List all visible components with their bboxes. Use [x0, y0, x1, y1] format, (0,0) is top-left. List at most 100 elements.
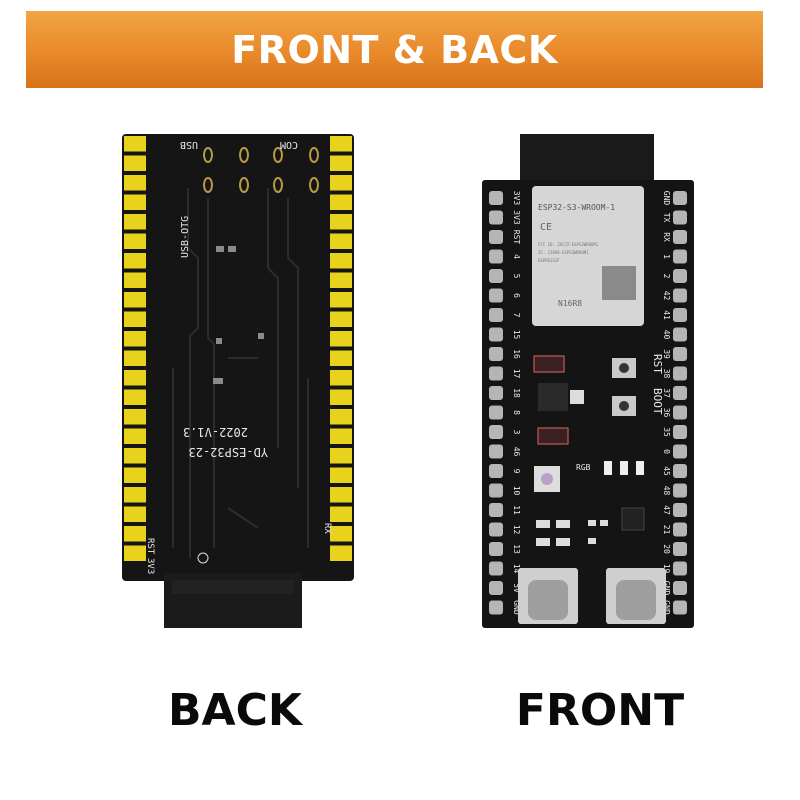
- boot-label: BOOT: [651, 388, 664, 415]
- pin-hole: [489, 464, 503, 478]
- header-pin: [330, 194, 352, 210]
- header-pin: [330, 526, 352, 542]
- rst-label: RST: [651, 354, 664, 374]
- capacitor-component: [533, 355, 565, 373]
- pin-hole: [673, 542, 687, 556]
- pin-label: 3: [512, 430, 521, 435]
- back-rst-label: RST: [145, 538, 155, 555]
- back-usb-otg-label: USB-OTG: [180, 216, 191, 258]
- boot-button-cap: [619, 401, 629, 411]
- header-pin: [124, 233, 146, 249]
- back-left-header: [124, 136, 146, 561]
- pin-label: 1: [662, 254, 671, 259]
- regulator-component: [538, 383, 568, 411]
- header-pin: [124, 545, 146, 561]
- usb-c-opening-usb: [616, 580, 656, 620]
- header-pin: [124, 155, 146, 171]
- pin-label: GND: [662, 581, 671, 596]
- pin-hole: [673, 191, 687, 205]
- pin-hole: [673, 249, 687, 264]
- module-variant: N16R8: [558, 299, 582, 308]
- header-pin: [330, 389, 352, 405]
- pin-hole: [673, 366, 687, 381]
- pin-label: 37: [662, 388, 671, 398]
- pin-label: RX: [662, 232, 671, 242]
- header-pin: [330, 175, 352, 191]
- header-pin: [330, 370, 352, 386]
- pin-label: 2: [662, 274, 671, 279]
- pin-label: 16: [512, 349, 521, 359]
- pin-label: 4: [512, 254, 521, 259]
- pin-hole: [489, 503, 503, 517]
- header-pin: [124, 136, 146, 152]
- back-board-image: USB COM USB-OTG 2022-V1.3 YD-ESP32-23 RS…: [118, 128, 358, 633]
- pin-hole: [489, 288, 503, 303]
- back-caption: BACK: [168, 685, 302, 736]
- rgb-label: RGB: [576, 463, 591, 472]
- pin-label: 17: [512, 369, 521, 379]
- pin-label: 18: [512, 388, 521, 398]
- module-line2: IC: 21098-ESPS3WROOM1: [538, 250, 589, 255]
- front-board-drawing: ESP32-S3-WROOM-1 CE FCC ID: 2AC7Z-ESPS3W…: [482, 134, 694, 628]
- header-pin: [124, 175, 146, 191]
- pin-hole: [489, 561, 503, 576]
- header-pin: [330, 214, 352, 230]
- header-pin: [330, 272, 352, 288]
- pin-hole: [489, 425, 503, 439]
- header-pin: [330, 155, 352, 171]
- front-left-pin-labels: 3V33V3RST4567151617188346910111213145VGN…: [512, 191, 521, 615]
- header-pin: [124, 292, 146, 308]
- pin-hole: [673, 347, 687, 361]
- pin-label: RST: [512, 230, 521, 245]
- pin-hole: [673, 600, 687, 615]
- pin-hole: [673, 503, 687, 517]
- pin-label: 36: [662, 408, 671, 418]
- pin-hole: [673, 269, 687, 283]
- pin-label: GND: [662, 600, 671, 615]
- module-name: ESP32-S3-WROOM-1: [538, 203, 615, 212]
- header-pin: [330, 253, 352, 269]
- pin-label: 10: [512, 486, 521, 496]
- pin-label: 8: [512, 410, 521, 415]
- front-smd-parts: [536, 520, 608, 546]
- pin-hole: [673, 425, 687, 439]
- header-pin: [330, 136, 352, 152]
- front-right-pin-labels: GNDTXRX1242414039383736350454847212019GN…: [662, 191, 671, 615]
- header-pin: [330, 409, 352, 425]
- qr-code: [602, 266, 636, 300]
- pin-label: 11: [512, 505, 521, 515]
- pin-hole: [489, 405, 503, 420]
- title-banner: FRONT & BACK: [26, 11, 763, 88]
- header-pin: [124, 506, 146, 522]
- registered-mark-icon: [197, 552, 209, 564]
- pin-hole: [489, 444, 503, 459]
- rgb-led-dome: [541, 473, 553, 485]
- pin-label: 5: [512, 274, 521, 279]
- pin-hole: [673, 308, 687, 322]
- pin-label: 3V3: [512, 210, 521, 225]
- pin-hole: [673, 386, 687, 400]
- header-pin: [124, 350, 146, 366]
- rst-button-cap: [619, 363, 629, 373]
- pin-hole: [489, 210, 503, 225]
- pin-label: 3V3: [512, 191, 521, 206]
- pin-label: 0: [662, 449, 671, 454]
- header-pin: [330, 233, 352, 249]
- pin-hole: [673, 581, 687, 595]
- header-pin: [124, 214, 146, 230]
- pin-hole: [489, 522, 503, 537]
- header-pin: [124, 487, 146, 503]
- pin-label: 12: [512, 525, 521, 535]
- pin-hole: [489, 386, 503, 400]
- header-pin: [330, 506, 352, 522]
- pin-hole: [673, 522, 687, 537]
- header-pin: [330, 545, 352, 561]
- pin-hole: [489, 308, 503, 322]
- header-pin: [124, 409, 146, 425]
- pin-hole: [673, 288, 687, 303]
- pin-label: 13: [512, 544, 521, 554]
- header-pin: [124, 194, 146, 210]
- pin-hole: [489, 581, 503, 595]
- header-pin: [124, 448, 146, 464]
- pin-hole: [673, 561, 687, 576]
